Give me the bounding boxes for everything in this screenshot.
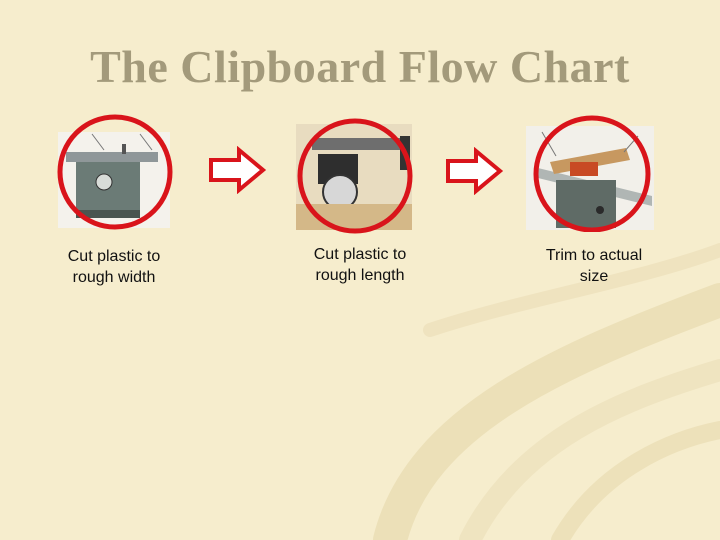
- arrow-right-icon: [446, 147, 504, 195]
- step-1-image: [52, 110, 178, 230]
- step-3-label: Trim to actual size: [545, 247, 643, 285]
- step-3-image: [526, 112, 656, 232]
- jointer-icon: [526, 115, 654, 232]
- arrow-right-icon: [209, 146, 267, 194]
- step-1-label: Cut plastic to rough width: [67, 248, 161, 286]
- table-saw-icon: [57, 114, 173, 230]
- step-2-label: Cut plastic to rough length: [313, 246, 407, 284]
- step-2-image: [292, 114, 418, 234]
- radial-arm-saw-icon: [296, 118, 413, 234]
- slide-title: The Clipboard Flow Chart: [90, 41, 630, 92]
